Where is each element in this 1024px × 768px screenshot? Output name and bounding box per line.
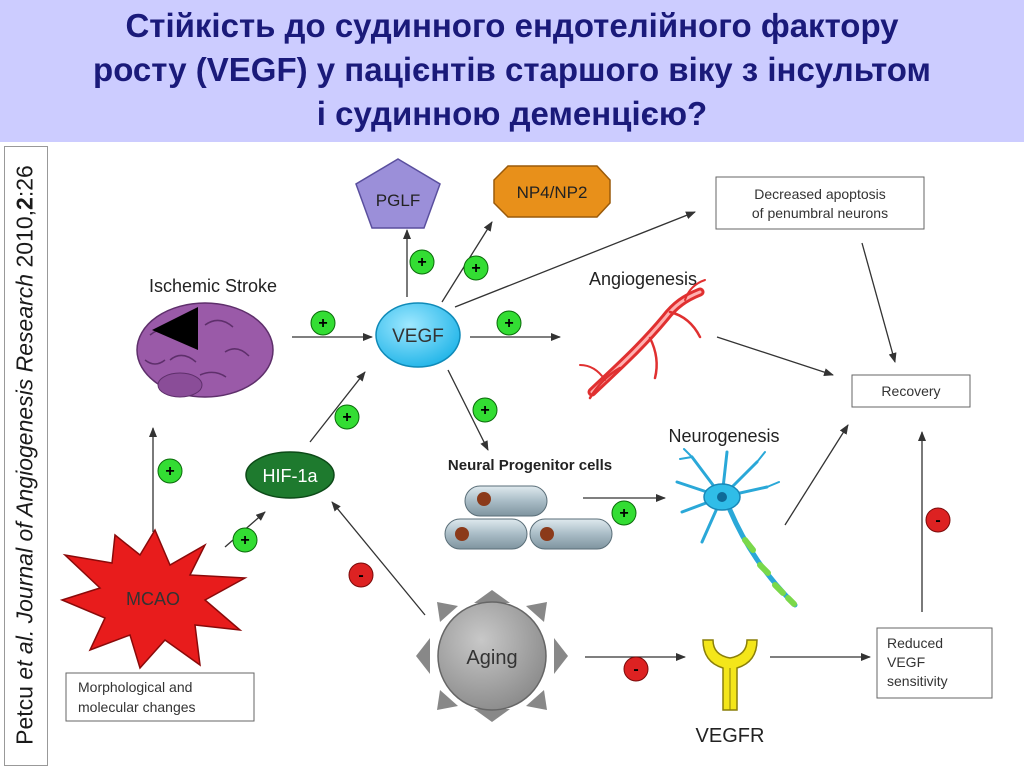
plus-sign: + xyxy=(334,404,360,430)
hif-node: HIF-1a xyxy=(245,451,335,499)
vegf-label: VEGF xyxy=(392,326,444,347)
title-line-3: і судинною деменцією? xyxy=(316,95,708,132)
reduced-line-3: sensitivity xyxy=(887,673,948,689)
apoptosis-box: Decreased apoptosis of penumbral neurons xyxy=(715,176,925,230)
minus-sign: - xyxy=(623,656,649,682)
vegf-node: VEGF xyxy=(375,302,461,368)
citation-box xyxy=(4,146,48,766)
arrow-hif-vegf xyxy=(309,371,366,443)
pglf-label: PGLF xyxy=(376,191,420,210)
svg-text:-: - xyxy=(935,512,940,529)
svg-text:-: - xyxy=(633,661,638,678)
angiogenesis-label: Angiogenesis xyxy=(589,269,697,289)
aging-shape xyxy=(437,601,547,711)
svg-text:+: + xyxy=(619,505,628,522)
svg-text:+: + xyxy=(471,260,480,277)
plus-sign: + xyxy=(472,397,498,423)
sign-markers: + + + + + + + + + - - - xyxy=(157,249,951,682)
vegfr-receptor-icon xyxy=(702,639,758,711)
progenitor-cells-icon xyxy=(444,485,613,550)
plus-sign: + xyxy=(496,310,522,336)
reduced-line-1: Reduced xyxy=(887,635,943,651)
reduced-sensitivity-box: Reduced VEGF sensitivity xyxy=(876,627,993,699)
svg-text:+: + xyxy=(342,409,351,426)
mcao-label: MCAO xyxy=(126,589,180,609)
neuron-icon xyxy=(675,448,798,608)
morphological-line-1: Morphological and xyxy=(78,679,192,695)
aging-label: Aging xyxy=(466,647,517,669)
svg-text:+: + xyxy=(240,532,249,549)
arrow-neuro-recovery xyxy=(784,424,849,526)
hif-shape xyxy=(245,451,335,499)
apoptosis-frame xyxy=(715,176,925,230)
brain-icon xyxy=(136,302,274,398)
plus-sign: + xyxy=(463,255,489,281)
ischemic-stroke-label: Ischemic Stroke xyxy=(149,276,277,296)
arrows xyxy=(149,211,926,661)
reduced-sensitivity-frame xyxy=(876,627,993,699)
mcao-shape xyxy=(59,528,248,670)
mcao-node: MCAO xyxy=(59,528,248,670)
svg-text:+: + xyxy=(504,315,513,332)
np4-node: NP4/NP2 xyxy=(493,165,611,218)
pglf-node: PGLF xyxy=(355,158,441,229)
plus-sign: + xyxy=(157,458,183,484)
recovery-box: Recovery xyxy=(851,374,971,408)
title-line-2: росту (VEGF) у пацієнтів старшого віку з… xyxy=(93,51,931,88)
arrow-vegf-apoptosis xyxy=(454,211,696,308)
recovery-label: Recovery xyxy=(881,383,940,399)
apoptosis-line-1: Decreased apoptosis xyxy=(754,186,886,202)
arrow-aging-hif xyxy=(331,501,426,616)
vegf-shape xyxy=(375,302,461,368)
npc-label: Neural Progenitor cells xyxy=(448,457,612,474)
minus-sign: - xyxy=(925,507,951,533)
svg-text:+: + xyxy=(318,315,327,332)
slide-title: Стійкість до судинного ендотелійного фак… xyxy=(0,4,1024,136)
aging-node: Aging xyxy=(416,590,568,722)
reduced-line-2: VEGF xyxy=(887,654,925,670)
blood-vessel-icon xyxy=(579,279,706,400)
vegfr-label: VEGFR xyxy=(696,725,765,747)
morphological-box: Morphological and molecular changes xyxy=(65,672,255,722)
plus-sign: + xyxy=(310,310,336,336)
svg-text:+: + xyxy=(417,254,426,271)
minus-sign: - xyxy=(348,562,374,588)
plus-sign: + xyxy=(409,249,435,275)
pglf-shape xyxy=(355,158,441,229)
arrow-vegf-npc xyxy=(447,369,489,451)
svg-text:+: + xyxy=(480,402,489,419)
title-bar xyxy=(0,0,1024,142)
np4-label: NP4/NP2 xyxy=(517,183,588,202)
np4-shape xyxy=(493,165,611,218)
hif-label: HIF-1a xyxy=(262,466,318,486)
plus-sign: + xyxy=(611,500,637,526)
apoptosis-line-2: of penumbral neurons xyxy=(752,205,888,221)
arrow-angio-recovery xyxy=(716,336,834,376)
morphological-line-2: molecular changes xyxy=(78,699,196,715)
morphological-frame xyxy=(65,672,255,722)
title-line-1: Стійкість до судинного ендотелійного фак… xyxy=(125,7,899,44)
neurogenesis-label: Neurogenesis xyxy=(668,426,779,446)
recovery-frame xyxy=(851,374,971,408)
svg-text:-: - xyxy=(358,567,363,584)
svg-text:+: + xyxy=(165,463,174,480)
plus-sign: + xyxy=(232,527,258,553)
arrow-apoptosis-recovery xyxy=(861,242,897,363)
